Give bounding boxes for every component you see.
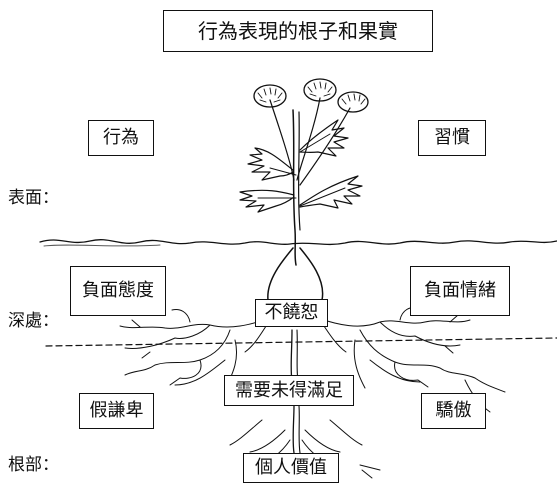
leaf-right-upper [299, 119, 349, 157]
label-surface: 表面： [8, 188, 59, 208]
box-behavior: 行為 [88, 120, 154, 156]
box-unmet-needs: 需要未得滿足 [224, 375, 354, 406]
box-negative-attitude: 負面態度 [70, 266, 166, 316]
box-personal-value: 個人價值 [243, 453, 339, 483]
leaf-left-upper [247, 147, 294, 181]
deep-dashed-line [45, 337, 557, 347]
roots-left [119, 309, 291, 466]
box-unforgiving: 不饒恕 [255, 299, 328, 327]
flower-head-right [337, 91, 369, 113]
box-false-humility: 假謙卑 [79, 393, 154, 429]
box-habit: 習慣 [418, 120, 486, 156]
box-pride: 驕傲 [421, 393, 486, 429]
label-root: 根部： [8, 455, 59, 475]
flower-head-middle [303, 78, 337, 102]
leaf-left-lower [239, 189, 295, 213]
diagram-title: 行為表現的根子和果實 [163, 10, 433, 52]
box-negative-emotion: 負面情緒 [410, 266, 510, 316]
label-deep: 深處： [8, 311, 59, 331]
ground-line [39, 239, 557, 246]
flower-head-left [253, 84, 287, 108]
plant-stem [292, 109, 297, 266]
leaf-right-lower [299, 175, 363, 209]
